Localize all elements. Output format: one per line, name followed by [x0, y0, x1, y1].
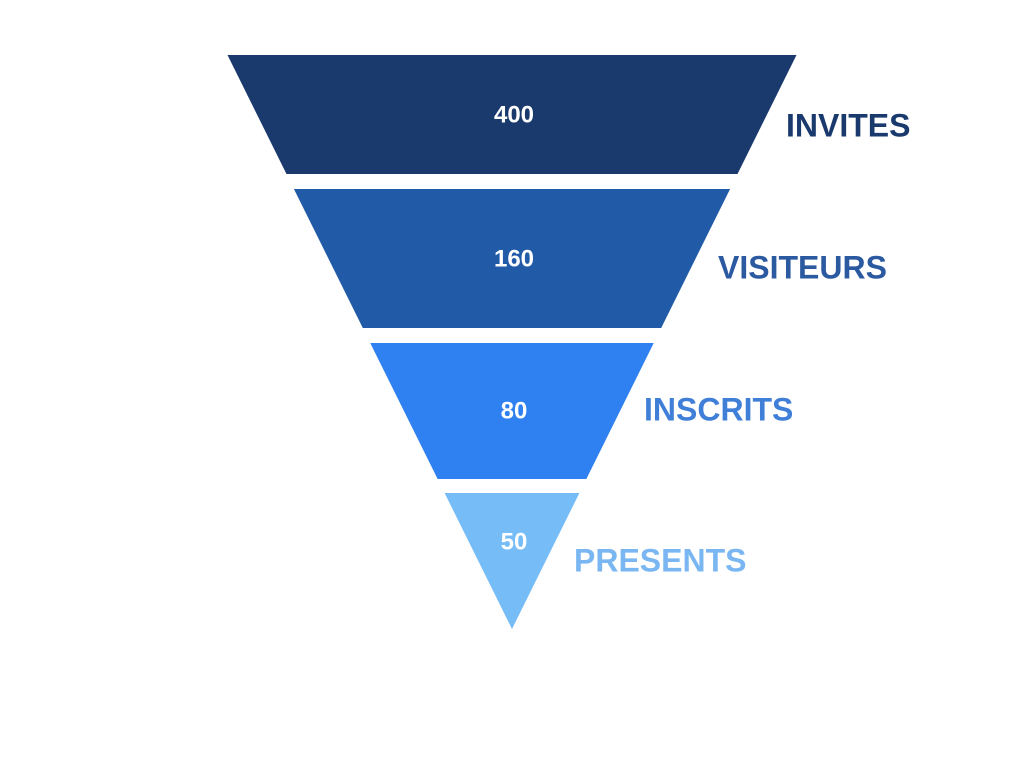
funnel-value-presents: 50	[501, 528, 528, 555]
funnel-label-presents: PRESENTS	[574, 542, 746, 578]
funnel-stage-invites	[227, 55, 797, 174]
funnel-stages: 400 INVITES 160 VISITEURS 80 INSCRITS 50PRESEN…	[227, 55, 910, 629]
funnel-label-visiteurs: VISITEURS	[718, 249, 887, 285]
funnel-stage-presents	[444, 493, 580, 629]
funnel-label-invites: INVITES	[786, 107, 910, 143]
funnel-value-visiteurs: 160	[494, 245, 534, 272]
funnel-label-inscrits: INSCRITS	[644, 391, 793, 427]
funnel-value-invites: 400	[494, 101, 534, 128]
funnel-stage-inscrits	[370, 343, 654, 479]
funnel-value-inscrits: 80	[501, 397, 528, 424]
funnel-stage-visiteurs	[293, 189, 731, 328]
